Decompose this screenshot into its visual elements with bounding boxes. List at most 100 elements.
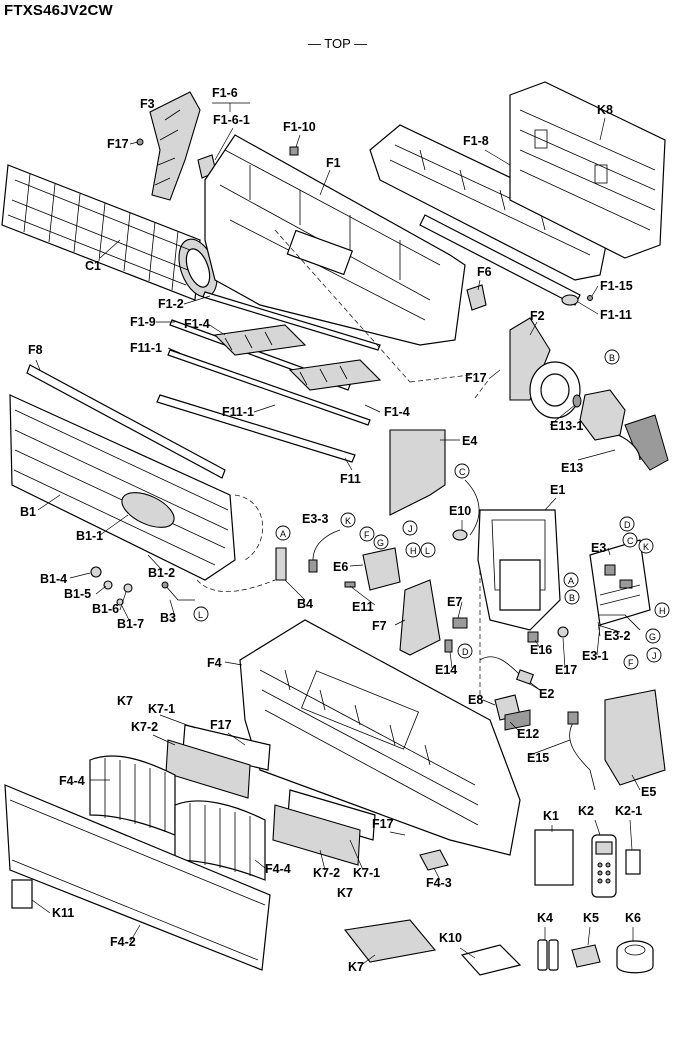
electrical-cover-e5 [604,689,666,786]
label-b4: B4 [297,597,313,611]
label-f1-9: F1-9 [130,315,156,329]
connector-markers: B C K F G J H L A L D C K A B H G J F D [193,349,670,670]
label-f4-4-b: F4-4 [265,862,291,876]
insulation-tape-k6 [616,940,654,974]
label-b1: B1 [20,505,36,519]
label-f4-4-a: F4-4 [59,774,85,788]
bushing-f1-11 [561,294,579,306]
label-f4-2: F4-2 [110,935,136,949]
label-e2: E2 [539,687,554,701]
rail-f11 [156,394,356,463]
part-k10 [460,944,522,976]
model-title: FTXS46JV2CW [4,2,113,19]
bearing-holder-f3 [149,91,201,201]
label-b3: B3 [160,611,176,625]
connector-c-top: C [459,467,466,477]
front-panel-f4 [239,619,521,856]
thermistor-b4 [275,547,287,581]
label-k8: K8 [597,103,613,117]
label-f1-11: F1-11 [600,308,632,322]
part-e14 [444,639,453,653]
label-f11-1-b: F11-1 [222,405,254,419]
sheet-k11 [11,879,33,909]
fan-motor-e13 [529,361,669,471]
screw-f1-10 [289,146,299,156]
label-f7: F7 [372,619,387,633]
label-f17-a: F17 [107,137,129,151]
label-f1-4-a: F1-4 [184,317,210,331]
label-k1: K1 [543,809,559,823]
flap-linkage-f1-4 [213,324,382,391]
pcb-e3 [589,539,651,626]
label-f1-10: F1-10 [283,120,316,134]
remote-holder-k2-1 [625,849,641,875]
connector-l-bottom: L [198,610,203,620]
connector-b-top: B [609,353,615,363]
rod-f1-2 [202,291,381,351]
label-b1-7: B1-7 [117,617,144,631]
fitting-b1-5 [103,580,113,590]
connector-f-left: F [364,530,370,540]
rod-f11-1 [167,349,371,426]
air-filter-f4-4-right [174,800,266,881]
connector-a-left: A [280,529,286,539]
label-k7-top: K7 [117,694,133,708]
motor-bearing-e13-1 [572,394,582,408]
leader-lines [31,102,641,967]
label-k4: K4 [537,911,553,925]
part-e16 [527,631,539,643]
label-e3-2: E3-2 [604,629,630,643]
label-f3: F3 [140,97,155,111]
filter-k7-2-bot [272,804,361,866]
orientation-label: — TOP — [307,36,368,51]
connector-d-center: D [462,647,469,657]
connector-a-right: A [568,576,574,586]
filter-k7-bottom [343,919,437,963]
sensor-e3-3 [312,529,341,561]
mounting-plate-k8 [509,81,666,259]
label-f4-3: F4-3 [426,876,452,890]
batteries-k4 [537,939,559,971]
label-e4: E4 [462,434,477,448]
label-f17-b: F17 [465,371,487,385]
evaporator-b1 [9,394,264,581]
label-f1-4-b: F1-4 [384,405,410,419]
part-e7 [452,617,468,629]
connector-g-left: G [377,538,384,548]
label-f11-1-a: F11-1 [130,341,162,355]
label-e14: E14 [435,663,457,677]
label-k11: K11 [52,906,74,920]
part-e17 [557,626,569,638]
label-k5: K5 [583,911,599,925]
label-e7: E7 [447,595,462,609]
label-f2: F2 [530,309,545,323]
label-e12: E12 [517,727,539,741]
screw-f1-15 [587,295,593,301]
label-k7-2-a: K7-2 [131,720,158,734]
part-f4-3 [419,849,449,871]
label-e15: E15 [527,751,549,765]
label-c1: C1 [85,259,101,273]
front-grille-f4-2 [4,784,271,971]
label-k7-mid: K7 [337,886,353,900]
label-f1-8: F1-8 [463,134,489,148]
label-f17-c: F17 [210,718,232,732]
label-k2: K2 [578,804,594,818]
label-e13-1: E13-1 [550,419,583,433]
label-e3-3: E3-3 [302,512,328,526]
label-e3-1: E3-1 [582,649,608,663]
discharge-grille-f1-8 [369,124,611,281]
label-f8: F8 [28,343,43,357]
label-e1: E1 [550,483,565,497]
label-k7-1-a: K7-1 [148,702,175,716]
connector-l-left: L [425,546,430,556]
label-f11: F11 [340,472,361,486]
label-k7-bot: K7 [348,960,364,974]
label-k7-1-b: K7-1 [353,866,380,880]
connector-j-left: J [408,524,413,534]
connector-c-right: C [627,536,634,546]
screw-e11 [344,581,356,588]
label-k7-2-b: K7-2 [313,866,340,880]
sensor-b3 [164,584,195,601]
label-e3: E3 [591,541,606,555]
